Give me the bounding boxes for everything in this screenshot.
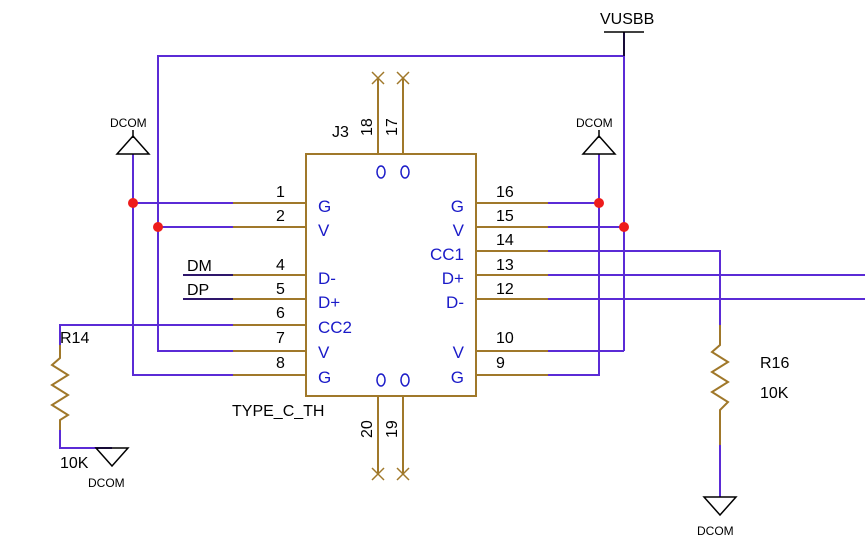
wire-cc2 — [59, 324, 233, 345]
pin-name-14: CC1 — [430, 245, 464, 264]
pin-num-10: 10 — [496, 330, 514, 347]
pin-num-12: 12 — [496, 281, 514, 298]
net-label-vusbb: VUSBB — [600, 11, 654, 28]
pin-num-18: 18 — [359, 118, 376, 136]
pin-name-12: D- — [446, 293, 464, 312]
pin-num-16: 16 — [496, 184, 514, 201]
wire-r14-gnd — [59, 430, 112, 449]
pin-num-7: 7 — [276, 330, 285, 347]
resistor-r14 — [50, 345, 70, 430]
wire-right-g — [548, 154, 600, 376]
pin-num-5: 5 — [276, 281, 285, 298]
net-label-dm: DM — [187, 258, 212, 275]
pin-num-13: 13 — [496, 257, 514, 274]
pin-name-2: V — [318, 221, 330, 240]
wire-cc1 — [548, 250, 721, 325]
pin-num-9: 9 — [496, 355, 505, 372]
ground-symbol-r16 — [702, 496, 738, 517]
pin-name-10: V — [453, 343, 465, 362]
ground-symbol-right — [581, 130, 617, 155]
wire-left-g — [132, 154, 233, 376]
pin-num-1: 1 — [276, 184, 285, 201]
pin-num-15: 15 — [496, 208, 514, 225]
r16-value: 10K — [760, 385, 789, 402]
ground-symbol-r14 — [94, 447, 130, 468]
pin-num-2: 2 — [276, 208, 285, 225]
pin-name-13: D+ — [442, 269, 464, 288]
pin-num-17: 17 — [384, 118, 401, 136]
pin-name-1: G — [318, 197, 331, 216]
pin-num-14: 14 — [496, 232, 514, 249]
ground-symbol-left — [115, 130, 151, 155]
r16-ref: R16 — [760, 355, 789, 372]
resistor-r16 — [710, 325, 730, 445]
r14-ref: R14 — [60, 330, 89, 347]
pin-num-8: 8 — [276, 355, 285, 372]
ground-label-left: DCOM — [110, 116, 147, 130]
ground-label-right: DCOM — [576, 116, 613, 130]
ground-label-r16: DCOM — [697, 524, 734, 538]
pin-name-4: D- — [318, 269, 336, 288]
wire-left-v — [157, 227, 233, 352]
r14-value: 10K — [60, 455, 89, 472]
net-label-dp: DP — [187, 282, 209, 299]
pin-stubs — [233, 71, 548, 481]
ground-label-r14: DCOM — [88, 476, 125, 490]
pin-num-19: 19 — [384, 420, 401, 438]
pin-num-6: 6 — [276, 305, 285, 322]
pin-num-4: 4 — [276, 257, 285, 274]
pin-name-16: G — [451, 197, 464, 216]
pin-name-8: G — [318, 368, 331, 387]
component-value: TYPE_C_TH — [232, 403, 324, 420]
power-symbol-vusbb — [604, 31, 644, 56]
pin-name-8a: V — [318, 343, 330, 362]
component-ref: J3 — [332, 124, 349, 141]
pin-name-15: V — [453, 221, 465, 240]
pin-num-20: 20 — [359, 420, 376, 438]
pin-name-9: G — [451, 368, 464, 387]
junctions — [128, 198, 629, 232]
wires — [59, 32, 865, 497]
pin-name-5: D+ — [318, 293, 340, 312]
pin-name-7: CC2 — [318, 318, 352, 337]
